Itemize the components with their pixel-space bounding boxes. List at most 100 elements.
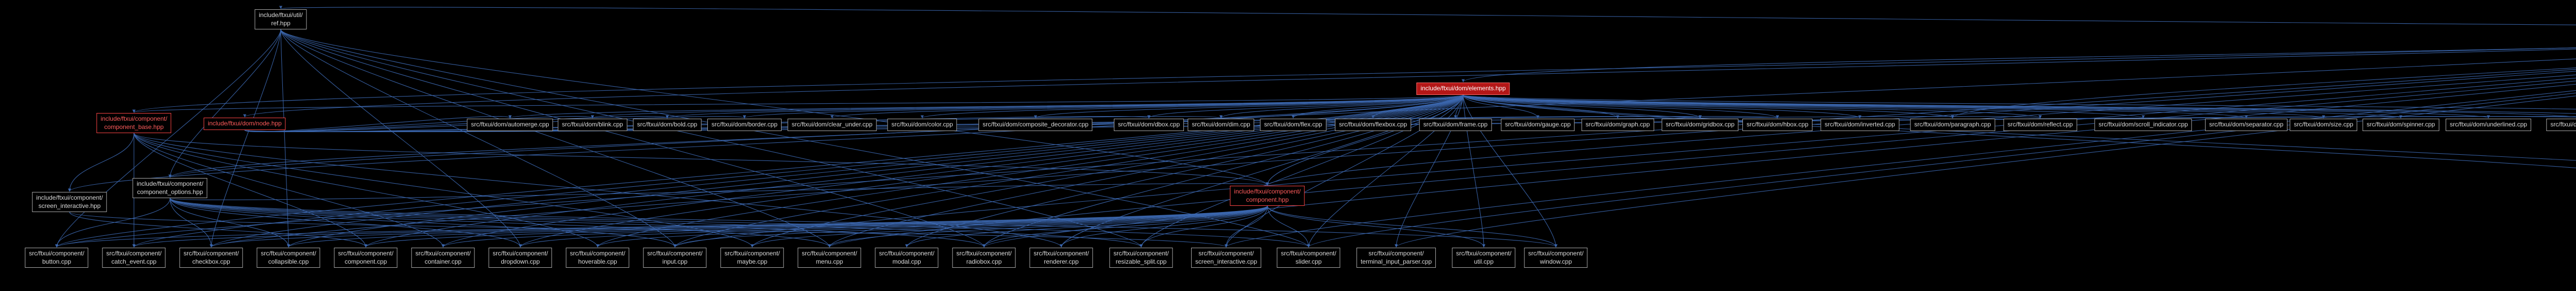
graph-node-flexbox[interactable]: src/ftxui/dom/flexbox.cpp [1334,119,1412,131]
graph-edge [170,198,522,248]
graph-node-copts[interactable]: include/ftxui/component/component_option… [132,178,208,199]
graph-node-paragraph[interactable]: src/ftxui/dom/paragraph.cpp [1910,119,1995,131]
graph-node-slider[interactable]: src/ftxui/component/slider.cpp [1277,248,1341,268]
graph-node-sihpp[interactable]: include/ftxui/component/screen_interacti… [32,192,107,213]
graph-node-component_cpp[interactable]: src/ftxui/component/component.cpp [334,248,398,268]
graph-node-bold[interactable]: src/ftxui/dom/bold.cpp [633,119,702,131]
graph-node-flex[interactable]: src/ftxui/dom/flex.cpp [1260,119,1327,131]
graph-node-label: src/ftxui/dom/spinner.cpp [2366,121,2435,128]
graph-node-border[interactable]: src/ftxui/dom/border.cpp [707,119,782,131]
graph-edge [280,29,676,248]
graph-edge [509,94,1464,119]
graph-node-catch_event[interactable]: src/ftxui/component/catch_event.cpp [102,248,166,268]
graph-edge [982,94,1464,248]
graph-edge [828,94,1464,248]
graph-node-hbox[interactable]: src/ftxui/dom/hbox.cpp [1742,119,1813,131]
graph-node-label: component.hpp [1246,196,1289,203]
graph-node-reflect[interactable]: src/ftxui/dom/reflect.cpp [2003,119,2077,131]
graph-node-container[interactable]: src/ftxui/component/container.cpp [411,248,475,268]
graph-node-blink[interactable]: src/ftxui/dom/blink.cpp [557,119,628,131]
graph-node-gridbox[interactable]: src/ftxui/dom/gridbox.cpp [1662,119,1739,131]
graph-node-scroll_ind[interactable]: src/ftxui/dom/scroll_indicator.cpp [2094,119,2192,131]
graph-node-label: src/ftxui/component/ [724,250,780,257]
graph-node-label: src/ftxui/component/ [493,250,548,257]
graph-node-maybe[interactable]: src/ftxui/component/maybe.cpp [720,248,784,268]
graph-edge [1463,94,2576,118]
graph-edge [1060,205,1268,248]
graph-edge [209,29,281,248]
graph-edge [1463,94,1619,119]
graph-edge [1371,94,1464,119]
graph-node-label: radiobox.cpp [966,257,1002,265]
graph-edge [55,205,1268,248]
graph-node-frame[interactable]: src/ftxui/dom/frame.cpp [1419,119,1492,131]
graph-node-hoverable[interactable]: src/ftxui/component/hoverable.cpp [566,248,630,268]
graph-node-menu[interactable]: src/ftxui/component/menu.cpp [798,248,861,268]
graph-node-composite[interactable]: src/ftxui/dom/composite_decorator.cpp [978,119,1093,131]
graph-node-label: collapsible.cpp [268,257,309,265]
graph-node-dim[interactable]: src/ftxui/dom/dim.cpp [1188,119,1255,131]
graph-node-label: src/ftxui/dom/underlined.cpp [2449,121,2528,128]
graph-node-elements[interactable]: include/ftxui/dom/elements.hpp [1416,83,1510,95]
graph-node-si_cpp[interactable]: src/ftxui/component/screen_interactive.c… [1191,248,1262,268]
graph-edge [905,205,1268,248]
graph-edge [364,205,1268,248]
graph-node-modal[interactable]: src/ftxui/component/modal.cpp [875,248,939,268]
graph-node-clear_under[interactable]: src/ftxui/dom/clear_under.cpp [787,119,877,131]
graph-node-underlined[interactable]: src/ftxui/dom/underlined.cpp [2445,119,2532,131]
graph-edge [55,29,281,248]
graph-edge [831,94,1464,119]
graph-node-label: resizable_split.cpp [1115,257,1167,265]
graph-node-color[interactable]: src/ftxui/dom/color.cpp [887,119,957,131]
graph-node-radiobox[interactable]: src/ftxui/component/radiobox.cpp [952,248,1016,268]
graph-node-util_dom[interactable]: src/ftxui/dom/util.cpp [2546,119,2576,131]
graph-edge [751,94,1464,248]
graph-node-label: src/ftxui/component/ [1368,250,1424,257]
graph-node-automerge[interactable]: src/ftxui/dom/automerge.cpp [467,119,553,131]
graph-node-comp[interactable]: include/ftxui/component/component.hpp [1230,186,1305,206]
graph-node-resizable[interactable]: src/ftxui/component/resizable_split.cpp [1109,248,1173,268]
graph-node-separator[interactable]: src/ftxui/dom/separator.cpp [2205,119,2288,131]
graph-node-input[interactable]: src/ftxui/component/input.cpp [643,248,707,268]
graph-node-label: catch_event.cpp [111,257,157,265]
graph-edge [1147,94,1464,119]
graph-node-renderer[interactable]: src/ftxui/component/renderer.cpp [1029,248,1093,268]
graph-node-label: src/ftxui/dom/graph.cpp [1585,121,1650,128]
graph-node-nodehpp[interactable]: include/ftxui/dom/node.hpp [204,118,286,130]
graph-edge [519,205,1268,248]
graph-node-label: src/ftxui/dom/clear_under.cpp [791,121,873,128]
graph-edge [1463,94,2325,119]
graph-node-gauge[interactable]: src/ftxui/dom/gauge.cpp [1501,119,1575,131]
graph-node-util_comp[interactable]: src/ftxui/component/util.cpp [1452,248,1516,268]
graph-edge [1463,94,1779,119]
graph-node-graph[interactable]: src/ftxui/dom/graph.cpp [1581,119,1654,131]
graph-node-label: container.cpp [425,257,462,265]
graph-node-dropdown[interactable]: src/ftxui/component/dropdown.cpp [488,248,552,268]
graph-node-button[interactable]: src/ftxui/component/button.cpp [25,248,89,268]
graph-edge [280,29,831,248]
graph-node-label: terminal_input_parser.cpp [1360,257,1432,265]
graph-node-spinner[interactable]: src/ftxui/dom/spinner.cpp [2362,119,2439,131]
graph-edge [982,84,2576,248]
graph-node-window[interactable]: src/ftxui/component/window.cpp [1524,248,1588,268]
graph-node-size[interactable]: src/ftxui/dom/size.cpp [2290,119,2358,131]
graph-edge [170,198,1310,248]
graph-node-collapsible[interactable]: src/ftxui/component/collapsible.cpp [257,248,320,268]
graph-node-dbox[interactable]: src/ftxui/dom/dbox.cpp [1113,119,1184,131]
graph-edge [133,133,754,248]
graph-node-label: src/ftxui/dom/flexbox.cpp [1338,121,1408,128]
graph-node-label: src/ftxui/component/ [1198,250,1254,257]
graph-edge [905,94,1464,248]
graph-edge [1224,205,1268,248]
graph-edge [1034,94,1464,119]
graph-node-checkbox[interactable]: src/ftxui/component/checkbox.cpp [179,248,243,268]
graph-node-ref[interactable]: include/ftxui/util/ref.hpp [255,9,307,30]
graph-edge [1463,94,2490,119]
graph-node-tip[interactable]: src/ftxui/component/terminal_input_parse… [1356,248,1436,268]
graph-edge [132,94,1464,113]
graph-edge [1394,94,1464,248]
graph-node-label: slider.cpp [1295,257,1322,265]
graph-node-cbase[interactable]: include/ftxui/component/component_base.h… [96,113,172,134]
graph-node-inverted[interactable]: src/ftxui/dom/inverted.cpp [1820,119,1900,131]
